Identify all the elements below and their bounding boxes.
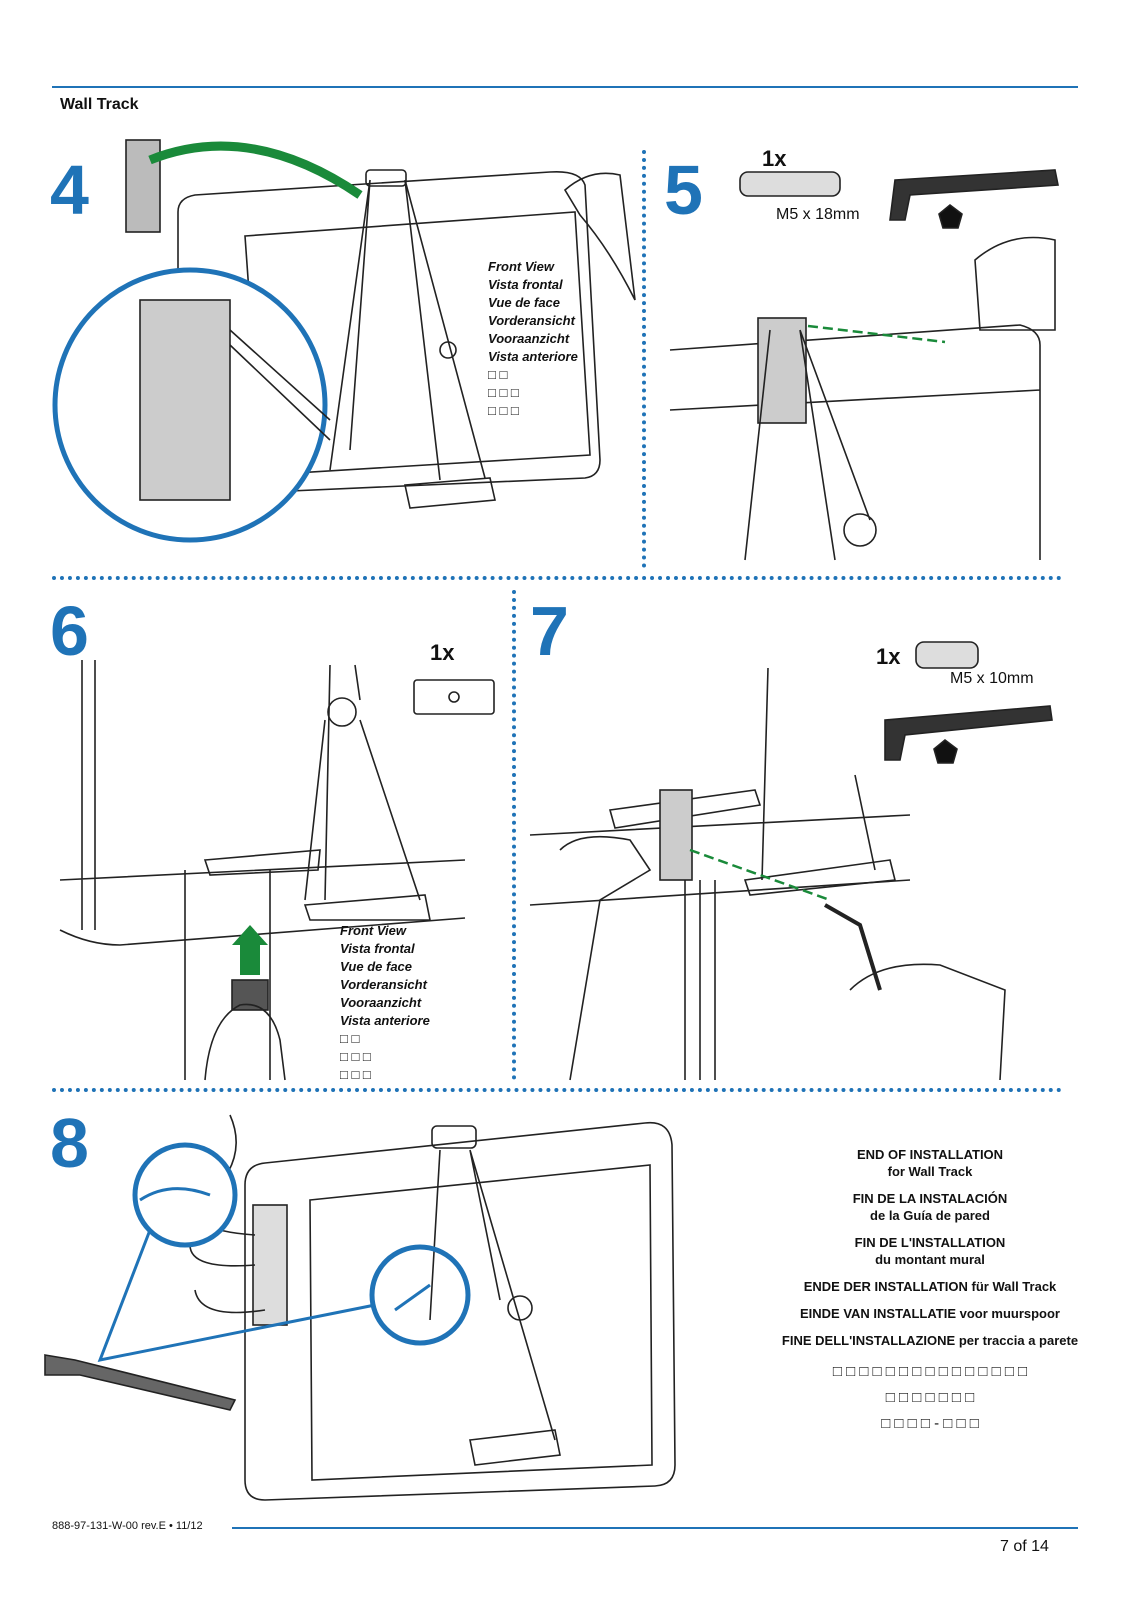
divider-4-5 [642, 150, 646, 568]
step8-device [244, 1121, 676, 1501]
step5-qty: 1x [762, 146, 787, 171]
step-4-number: 4 [50, 151, 89, 229]
label-cjk-3: □ □ □ [340, 1067, 371, 1082]
step-8-number: 8 [50, 1104, 89, 1182]
label-es: Vista frontal [340, 941, 415, 956]
step-5-number: 5 [664, 151, 703, 229]
label-cjk-2: □ □ □ [488, 385, 519, 400]
end-it: FINE DELL'INSTALLAZIONE per traccia a pa… [781, 1333, 1079, 1348]
hex-key-5 [889, 169, 1059, 221]
doc-code: 888-97-131-W-00 rev.E • 11/12 [52, 1520, 203, 1532]
label-de: Vorderansicht [340, 977, 427, 992]
divider-6-7 [512, 590, 516, 1080]
label-cjk-1: □ □ [340, 1031, 360, 1046]
step6-front-view-labels: Front View Vista frontal Vue de face Vor… [340, 922, 430, 1084]
end-nl: EINDE VAN INSTALLATIE voor muurspoor [799, 1306, 1060, 1321]
label-en: Front View [340, 923, 406, 938]
step6-qty: 1x [430, 640, 455, 665]
label-nl: Vooraanzicht [488, 331, 570, 346]
label-de: Vorderansicht [488, 313, 575, 328]
label-es: Vista frontal [488, 277, 563, 292]
divider-row2 [52, 1088, 1062, 1092]
label-cjk-2: □ □ □ [340, 1049, 371, 1064]
label-fr: Vue de face [488, 295, 561, 310]
end-of-installation: END OF INSTALLATION for Wall Track FIN D… [780, 1146, 1080, 1447]
label-it: Vista anteriore [340, 1013, 430, 1028]
footer-rule [232, 1527, 1078, 1529]
page-number: 7 of 14 [1000, 1538, 1049, 1555]
screw-m5-10 [915, 641, 979, 669]
label-it: Vista anteriore [488, 349, 578, 364]
header-rule [52, 86, 1078, 88]
end-en: END OF INSTALLATION for Wall Track [856, 1147, 1004, 1179]
label-cjk-3: □ □ □ [488, 403, 519, 418]
label-en: Front View [488, 259, 554, 274]
end-de: ENDE DER INSTALLATION für Wall Track [803, 1279, 1057, 1294]
screw-m5-18 [739, 171, 841, 197]
end-cjk: □ □ □ □ □ □ □ □ □ □ □ □ □ □ □ □ □ □ □ □ … [832, 1363, 1028, 1432]
label-nl: Vooraanzicht [340, 995, 422, 1010]
step-7-number: 7 [530, 592, 569, 670]
plate-6 [413, 679, 495, 715]
step7-qty: 1x [876, 644, 901, 669]
divider-row1 [52, 576, 1062, 580]
step4-front-view-labels: Front View Vista frontal Vue de face Vor… [488, 258, 578, 420]
label-fr: Vue de face [340, 959, 413, 974]
step7-screw-spec: M5 x 10mm [950, 670, 1034, 687]
step-6-number: 6 [50, 592, 89, 670]
step5-screw-spec: M5 x 18mm [776, 206, 860, 223]
end-es: FIN DE LA INSTALACIÓN de la Guía de pare… [852, 1191, 1008, 1223]
section-title: Wall Track [60, 96, 139, 113]
label-cjk-1: □ □ [488, 367, 508, 382]
end-fr: FIN DE L'INSTALLATION du montant mural [854, 1235, 1006, 1267]
